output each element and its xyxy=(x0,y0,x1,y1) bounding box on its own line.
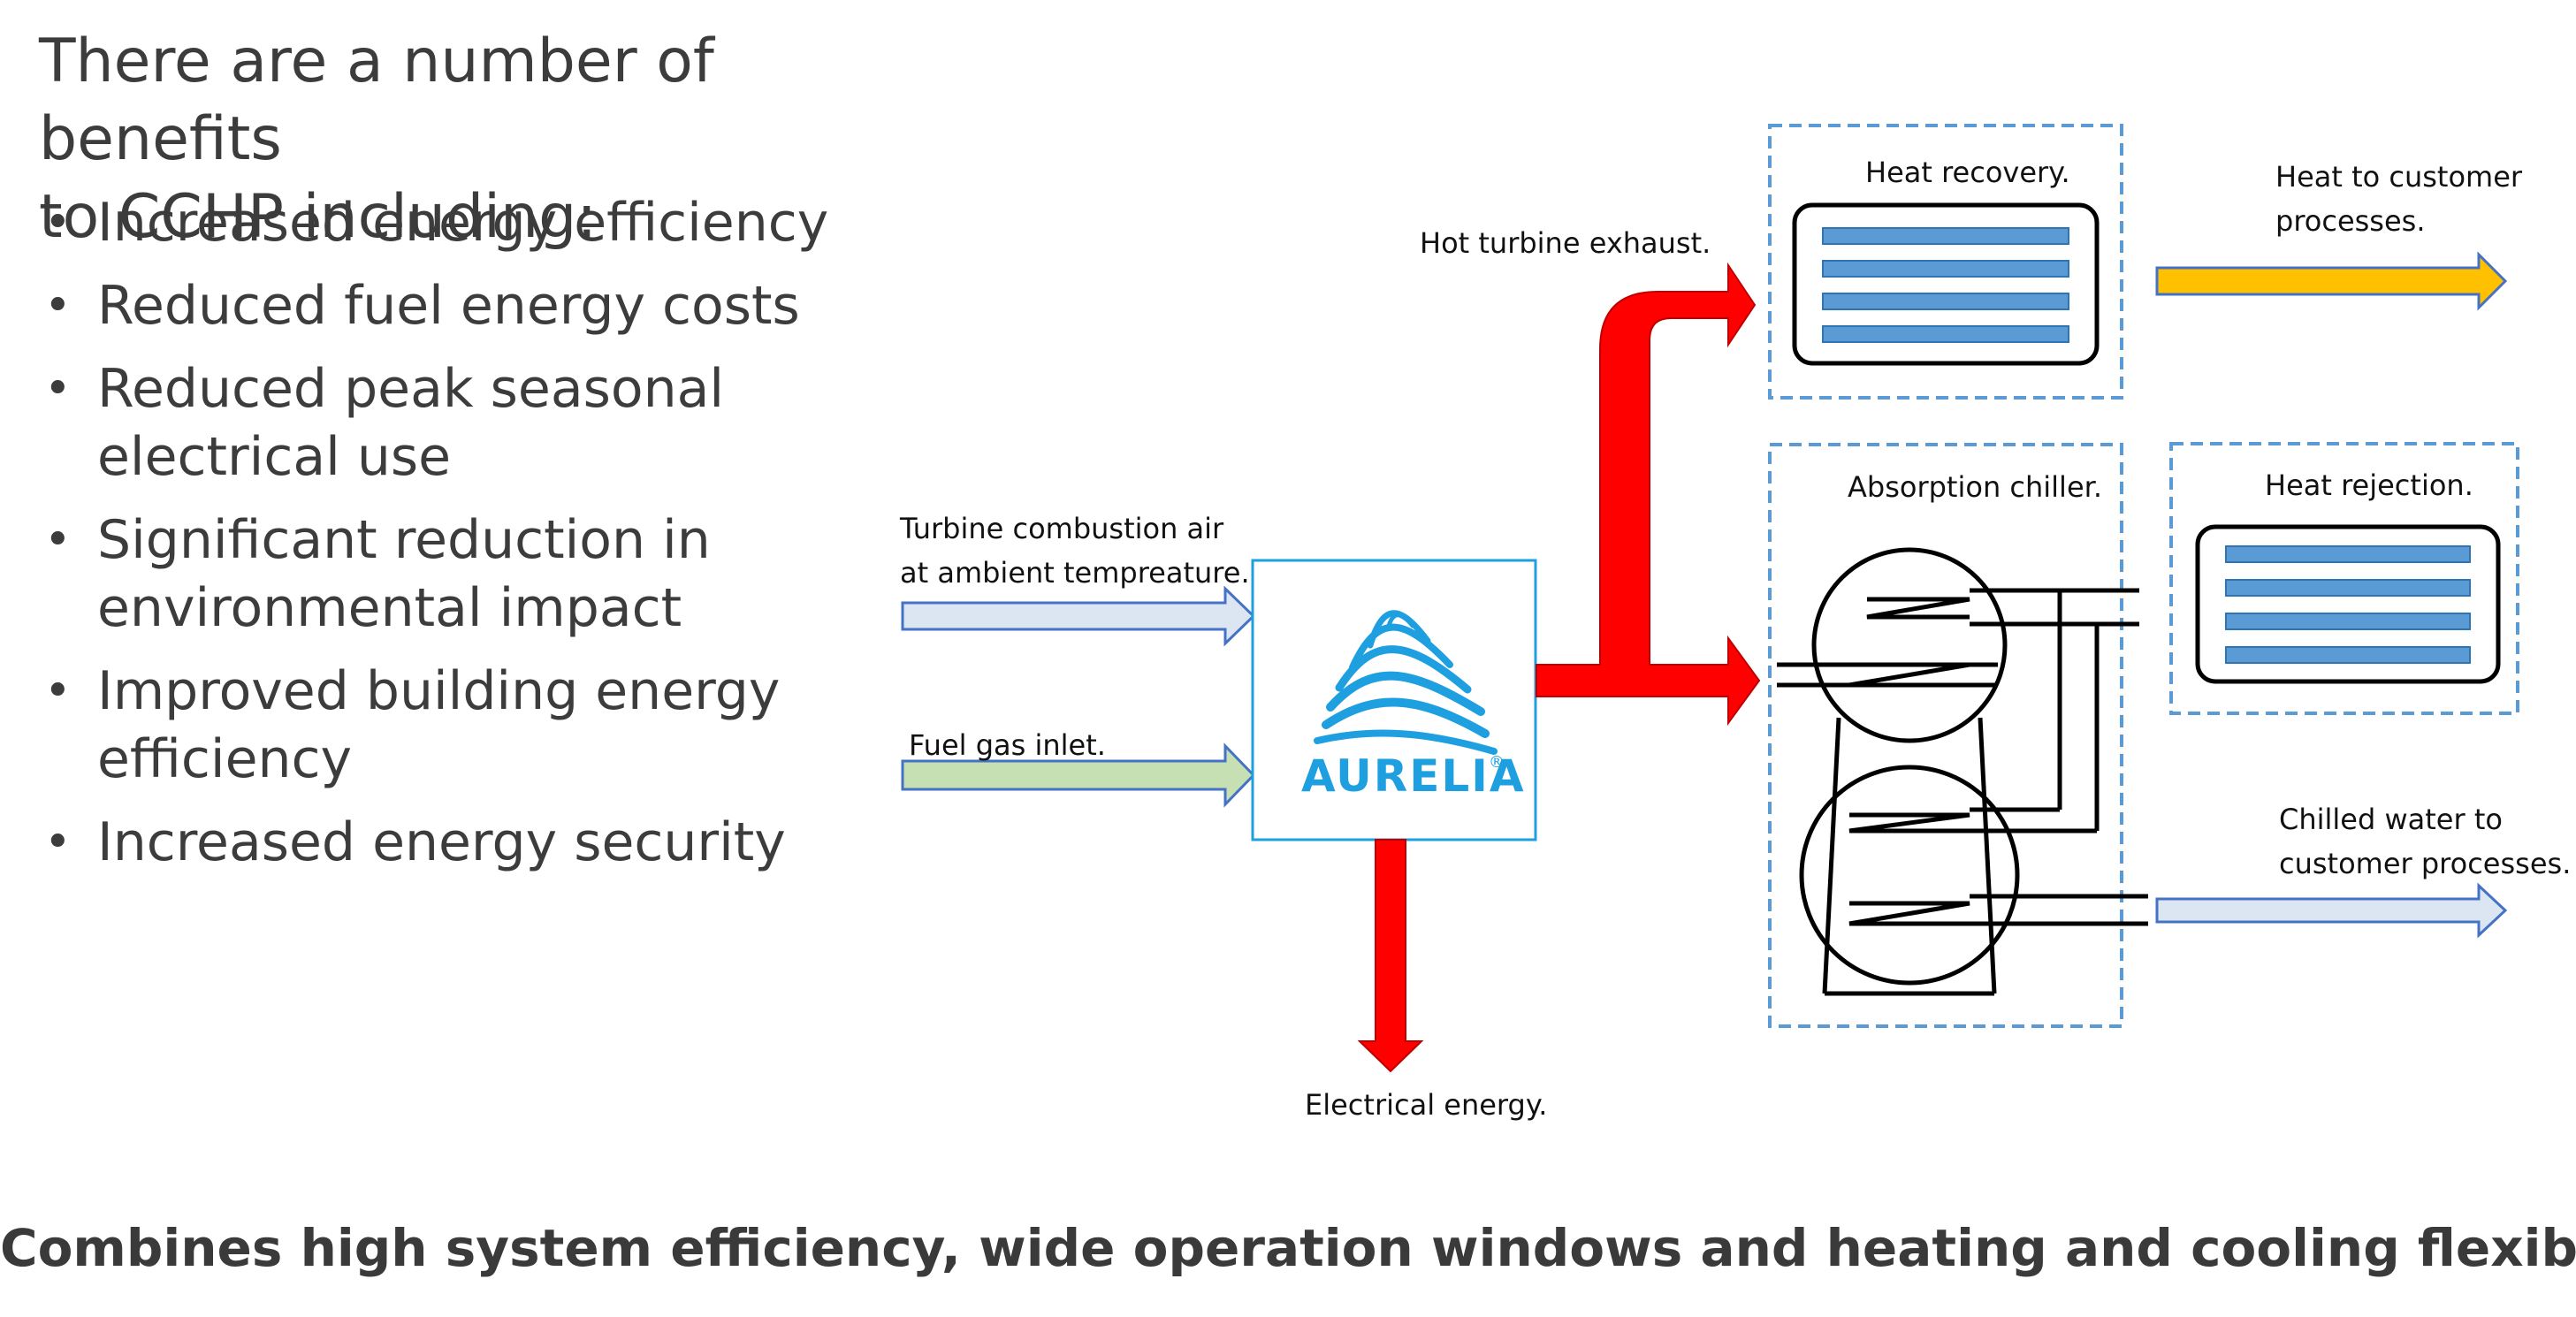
coil-bar xyxy=(1822,293,2069,310)
intro-line-2: to CCHP including: xyxy=(39,182,598,252)
heat-rejection-label: Heat rejection. xyxy=(2265,468,2473,502)
intro-heading: There are a number of benefits to CCHP i… xyxy=(39,23,923,256)
coil-bar xyxy=(1822,227,2069,245)
heat-recovery-boundary xyxy=(1768,124,2123,400)
benefit-item: • Reduced fuel energy costs xyxy=(39,272,923,340)
benefit-item: • Increased energy efficiency xyxy=(39,189,923,257)
absorption-chiller-boundary xyxy=(1768,443,2123,1028)
benefit-text: Significant reduction in xyxy=(97,509,711,571)
absorption-chiller-label: Absorption chiller. xyxy=(1848,470,2103,504)
chilled-water-arrow xyxy=(2155,882,2508,939)
heat-rejection-boundary xyxy=(2169,442,2519,715)
bullet-icon: • xyxy=(44,514,72,567)
intro-line-1: There are a number of benefits xyxy=(39,27,714,174)
benefit-text: electrical use xyxy=(97,426,452,488)
coil-bar xyxy=(2225,613,2471,630)
fuel-gas-label: Fuel gas inlet. xyxy=(909,728,1106,762)
benefits-list: • Increased energy efficiency • Reduced fu… xyxy=(39,189,923,892)
electrical-energy-label: Electrical energy. xyxy=(1305,1088,1548,1122)
bullet-icon: • xyxy=(44,279,72,332)
bullet-icon: • xyxy=(44,362,72,415)
absorption-chiller-unit xyxy=(1777,547,2148,996)
coil-bar xyxy=(2225,579,2471,597)
footer-tagline: Combines high system efficiency, wide op… xyxy=(0,1218,2576,1278)
turbine-air-arrow xyxy=(901,585,1256,647)
heat-to-customer-arrow xyxy=(2155,251,2508,311)
hot-exhaust-arrow xyxy=(1536,262,1761,727)
aurelia-registered-mark: ® xyxy=(1489,753,1505,772)
benefit-text: Reduced fuel energy costs xyxy=(97,275,800,337)
heat-to-customer-label: Heat to customer processes. xyxy=(2275,160,2523,238)
benefit-text: Improved building energy xyxy=(97,660,781,722)
bullet-icon: • xyxy=(44,665,72,718)
benefit-text: Increased energy security xyxy=(97,811,786,873)
benefit-item: • Increased energy security xyxy=(39,809,923,877)
heat-rejection-unit xyxy=(2195,524,2501,684)
coil-bar xyxy=(1822,260,2069,278)
heat-recovery-label: Heat recovery. xyxy=(1865,156,2070,189)
coil-bar xyxy=(2225,646,2471,664)
aurelia-wave-logo-icon xyxy=(1314,610,1498,755)
fuel-gas-arrow xyxy=(901,742,1256,808)
bullet-icon: • xyxy=(44,816,72,869)
hot-exhaust-label: Hot turbine exhaust. xyxy=(1420,226,1711,260)
benefit-text: Reduced peak seasonal xyxy=(97,358,725,420)
electrical-energy-arrow xyxy=(1357,839,1424,1073)
chilled-water-label: Chilled water to customer processes. xyxy=(2279,803,2572,880)
bullet-icon: • xyxy=(44,196,72,249)
aurelia-logo-text: AURELIA xyxy=(1301,750,1526,802)
coil-bar xyxy=(2225,545,2471,563)
benefit-text: Increased energy efficiency xyxy=(97,192,829,254)
coil-bar xyxy=(1822,325,2069,343)
benefit-text: environmental impact xyxy=(97,577,682,639)
benefit-text: efficiency xyxy=(97,728,353,790)
turbine-air-label: Turbine combustion air at ambient tempre… xyxy=(900,512,1250,590)
